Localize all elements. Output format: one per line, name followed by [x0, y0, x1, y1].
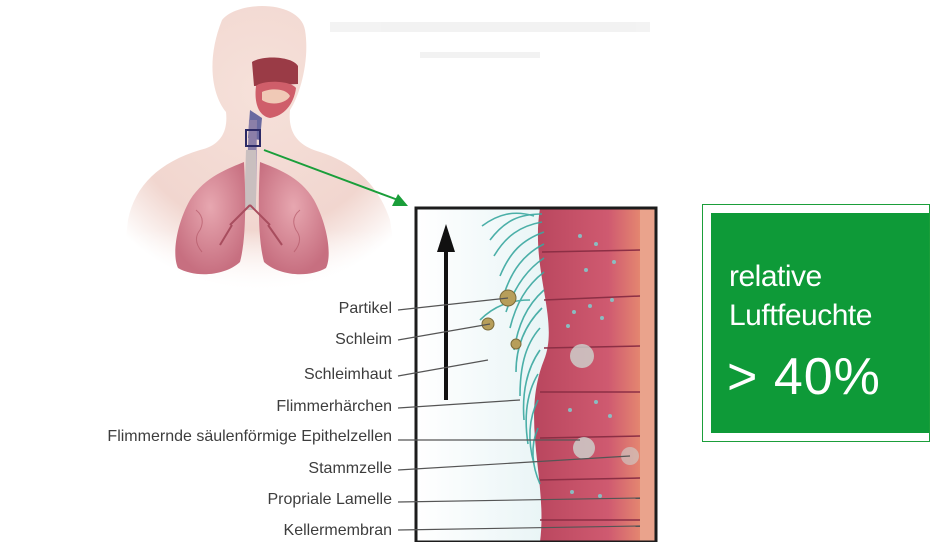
label-partikel: Partikel: [339, 300, 392, 318]
humidity-info-panel: relative Luftfeuchte > 40%: [711, 213, 929, 433]
mucosa-detail-panel: [416, 208, 656, 542]
structure-labels: Partikel Schleim Schleimhaut Flimmerhärc…: [0, 0, 392, 542]
label-stammzelle: Stammzelle: [308, 460, 392, 478]
label-flimmerhaerchen: Flimmerhärchen: [276, 398, 392, 416]
label-schleim: Schleim: [335, 331, 392, 349]
label-schleimhaut: Schleimhaut: [304, 366, 392, 384]
humidity-line-2: Luftfeuchte: [729, 299, 872, 333]
humidity-line-1: relative: [729, 260, 822, 294]
humidity-info-box: relative Luftfeuchte > 40%: [702, 204, 930, 442]
label-propriale-lamelle: Propriale Lamelle: [267, 491, 392, 509]
label-epithelzellen: Flimmernde säulenförmige Epithelzellen: [107, 428, 392, 446]
humidity-value: > 40%: [727, 349, 881, 405]
label-kellermembran: Kellermembran: [284, 522, 392, 540]
